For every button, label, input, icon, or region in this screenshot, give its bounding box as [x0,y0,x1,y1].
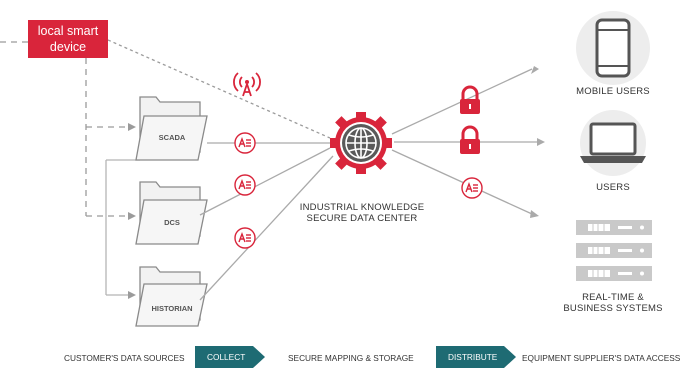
source-label-dcs: DCS [164,218,180,227]
footer-data-sources: CUSTOMER'S DATA SOURCES [64,353,185,363]
target-label-mobile-users: MOBILE USERS [576,86,650,97]
lock-icon [460,125,480,154]
device-dashed-lines [0,39,331,217]
systems-line2: BUSINESS SYSTEMS [563,303,663,314]
collect-lines [199,142,334,301]
wireless-antenna-icon [233,72,261,97]
data-badge-icon [234,227,256,249]
source-label-historian: HISTORIAN [151,304,193,313]
data-center-title: INDUSTRIAL KNOWLEDGE SECURE DATA CENTER [296,202,428,224]
lock-icon [460,85,480,114]
data-badge-icon [234,174,256,196]
systems-line1: REAL-TIME & [582,292,644,303]
collect-chevron: COLLECT [195,346,265,368]
target-label-users: USERS [596,182,630,193]
footer-supplier-access: EQUIPMENT SUPPLIER'S DATA ACCESS [522,353,681,363]
smartphone-icon [576,11,650,85]
folder-icon [135,181,208,245]
source-label-scada: SCADA [158,133,186,142]
target-label-systems: REAL-TIME & BUSINESS SYSTEMS [548,292,678,314]
server-rack-icon [576,220,652,281]
footer-mapping-storage: SECURE MAPPING & STORAGE [288,353,414,363]
data-center-line1: INDUSTRIAL KNOWLEDGE [299,202,425,213]
data-center-line2: SECURE DATA CENTER [306,213,418,224]
local-smart-device-label: local smart device [37,24,99,54]
folder-icon [135,96,208,161]
distribute-arrowheads [530,66,545,218]
source-bracket [105,159,140,296]
globe-gear-icon [330,112,392,174]
local-smart-device-box: local smart device [28,20,108,58]
folder-icon [135,266,208,327]
distribute-chevron: DISTRIBUTE [436,346,516,368]
laptop-icon [580,110,646,176]
data-badge-icon [461,177,483,199]
data-badge-icon [234,132,256,154]
bracket-arrowheads [128,123,136,299]
